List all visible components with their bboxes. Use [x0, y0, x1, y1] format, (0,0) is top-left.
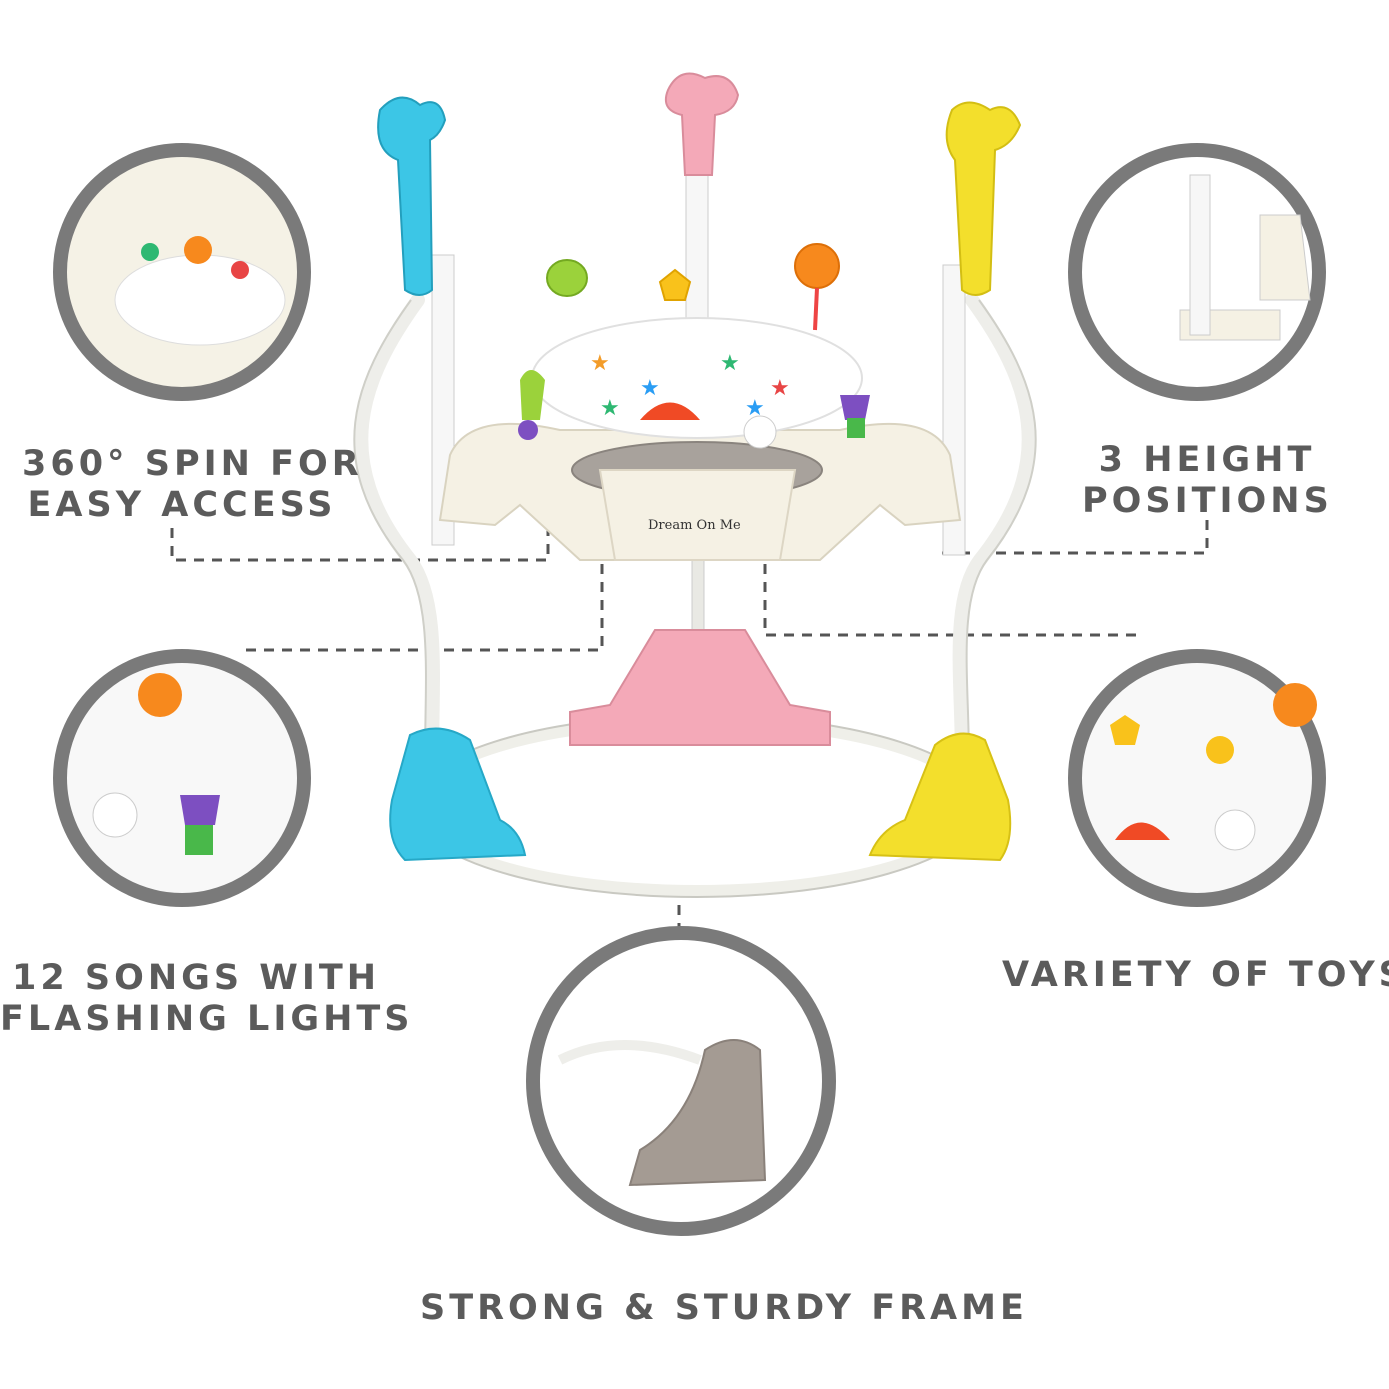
feature-label-frame: STRONG & STURDY FRAME [420, 1288, 1028, 1329]
feature-label-songs-line2: FLASHING LIGHTS [0, 999, 414, 1039]
feature-label-toys: VARIETY OF TOYS [1002, 955, 1389, 996]
pink-center-base [569, 629, 831, 746]
feature-circle-spin [53, 143, 311, 401]
feature-label-frame-line1: STRONG & STURDY FRAME [420, 1288, 1028, 1328]
toys [518, 243, 870, 449]
feature-label-height-line1: 3 HEIGHT [1098, 440, 1316, 480]
feature-label-toys-line1: VARIETY OF TOYS [1002, 955, 1389, 995]
svg-text:★: ★ [590, 351, 610, 376]
feature-circle-frame [526, 926, 836, 1236]
svg-text:★: ★ [640, 376, 660, 401]
feature-circle-height [1068, 143, 1326, 401]
feature-label-spin-line2: EASY ACCESS [27, 485, 337, 525]
svg-text:★: ★ [600, 396, 620, 421]
feature-circle-toys [1068, 649, 1326, 907]
feature-label-songs-line1: 12 SONGS WITH [11, 958, 381, 998]
feature-label-songs: 12 SONGS WITH FLASHING LIGHTS [0, 958, 414, 1040]
center-pole [691, 559, 705, 641]
top-hangers [377, 72, 1022, 296]
svg-text:★: ★ [720, 351, 740, 376]
feature-label-height-line2: POSITIONS [1082, 481, 1333, 521]
feature-label-spin: 360° SPIN FOR EASY ACCESS [22, 444, 363, 526]
feature-label-spin-line1: 360° SPIN FOR [22, 444, 363, 484]
star-print: ★ ★ ★ ★ ★ ★ [590, 351, 790, 421]
feature-label-height: 3 HEIGHT POSITIONS [1082, 440, 1332, 522]
jumper-frame [354, 293, 1036, 767]
yellow-foot [868, 732, 1012, 862]
blue-foot [389, 727, 527, 862]
brand-logo: Dream On Me [648, 518, 741, 533]
activity-tray [438, 317, 962, 561]
svg-text:★: ★ [770, 376, 790, 401]
svg-text:★: ★ [745, 396, 765, 421]
feature-circle-songs [53, 649, 311, 907]
